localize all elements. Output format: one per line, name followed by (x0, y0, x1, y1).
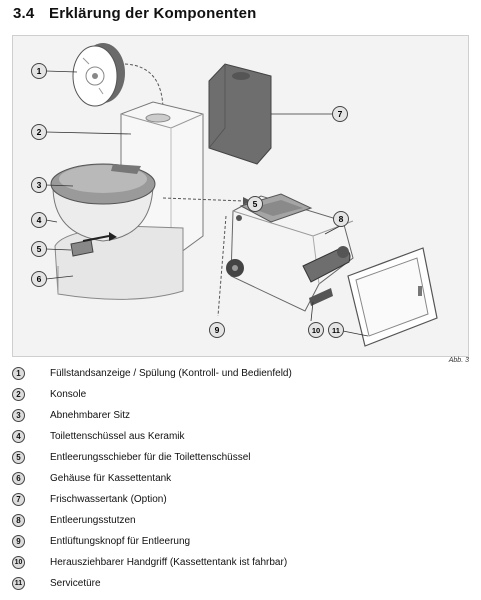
callout-circles: 1 2 3 4 5 6 7 8 9 10 11 5 (31, 63, 349, 338)
legend-item-text: Konsole (50, 388, 87, 400)
callout-8: 8 (333, 211, 349, 227)
section-number: 3.4 (13, 5, 35, 22)
toilet-illustration: 1 2 3 4 5 6 7 8 9 10 11 5 (31, 43, 438, 347)
legend-number-badge: 4 (12, 429, 25, 443)
callout-2: 2 (31, 124, 47, 140)
fresh-water-tank-illustration (208, 63, 272, 165)
legend-item-text: Herausziehbarer Handgriff (Kassettentank… (50, 556, 288, 568)
service-door-illustration (347, 247, 438, 347)
legend-item-text: Frischwassertank (Option) (50, 493, 167, 505)
callout-6: 6 (31, 271, 47, 287)
legend-item-5: 5 Entleerungsschieber für die Toilettensc… (12, 449, 251, 465)
callout-7: 7 (332, 106, 348, 122)
legend-item-9: 9 Entlüftungsknopf für Entleerung (12, 533, 190, 549)
legend-item-7: 7 Frischwassertank (Option) (12, 491, 167, 507)
legend-item-text: Toilettenschüssel aus Keramik (50, 430, 185, 442)
component-diagram: 1 2 3 4 5 6 7 8 9 10 11 5 (12, 35, 469, 357)
callout-5: 5 (31, 241, 47, 257)
callout-3: 3 (31, 177, 47, 193)
section-heading: 3.4 Erklärung der Komponenten (13, 5, 257, 22)
callout-9: 9 (209, 322, 225, 338)
legend-item-text: Entleerungsschieber für die Toilettensch… (50, 451, 251, 463)
cassette-tank-illustration (226, 193, 354, 312)
callout-1-label: 1 (37, 66, 42, 76)
legend-number-badge: 8 (12, 513, 25, 527)
legend-number-badge: 7 (12, 492, 25, 506)
leader-lines (45, 70, 369, 337)
legend-number-badge: 6 (12, 471, 25, 485)
callout-8-label: 8 (339, 214, 344, 224)
toilet-housing-illustration (50, 101, 204, 300)
figure-reference: Abb. 3 (448, 357, 469, 364)
legend-item-10: 10 Herausziehbarer Handgriff (Kassettenta… (12, 554, 287, 570)
legend-item-text: Entlüftungsknopf für Entleerung (50, 535, 191, 547)
callout-6-label: 6 (37, 274, 42, 284)
callout-5-cassette: 5 (247, 196, 263, 212)
legend-number-badge: 5 (12, 450, 25, 464)
legend-item-text: Servicetüre (50, 577, 101, 589)
legend-item-8: 8 Entleerungsstutzen (12, 512, 136, 528)
legend-number-badge: 2 (12, 387, 25, 401)
legend-item-text: Füllstandsanzeige / Spülung (Kontroll- u… (50, 367, 292, 379)
callout-4-label: 4 (37, 215, 42, 225)
legend-number-badge: 11 (12, 576, 25, 590)
callout-10-label: 10 (312, 326, 320, 335)
control-panel-illustration (72, 43, 125, 107)
callout-11-label: 11 (332, 326, 340, 335)
legend-item-text: Abnehmbarer Sitz (50, 409, 131, 421)
legend-number-badge: 1 (12, 366, 25, 380)
legend-number-badge: 3 (12, 408, 25, 422)
callout-4: 4 (31, 212, 47, 228)
callout-11: 11 (328, 322, 344, 338)
callout-9-label: 9 (215, 325, 220, 335)
callout-1: 1 (31, 63, 47, 79)
callout-5b-label: 5 (253, 199, 258, 209)
legend-number-badge: 10 (12, 555, 25, 569)
legend-item-6: 6 Gehäuse für Kassettentank (12, 470, 171, 486)
callout-2-label: 2 (37, 127, 42, 137)
callout-10: 10 (308, 322, 324, 338)
callout-3-label: 3 (37, 180, 42, 190)
legend-item-11: 11 Servicetüre (12, 575, 101, 591)
legend-item-4: 4 Toilettenschüssel aus Keramik (12, 428, 185, 444)
legend-item-text: Entleerungsstutzen (50, 514, 136, 526)
legend-item-3: 3 Abnehmbarer Sitz (12, 407, 130, 423)
legend-item-1: 1 Füllstandsanzeige / Spülung (Kontroll- … (12, 365, 292, 381)
legend-number-badge: 9 (12, 534, 25, 548)
section-title: Erklärung der Komponenten (49, 5, 257, 22)
legend-item-2: 2 Konsole (12, 386, 86, 402)
callout-5-label: 5 (37, 244, 42, 254)
callout-7-label: 7 (338, 109, 343, 119)
legend-item-text: Gehäuse für Kassettentank (50, 472, 172, 484)
